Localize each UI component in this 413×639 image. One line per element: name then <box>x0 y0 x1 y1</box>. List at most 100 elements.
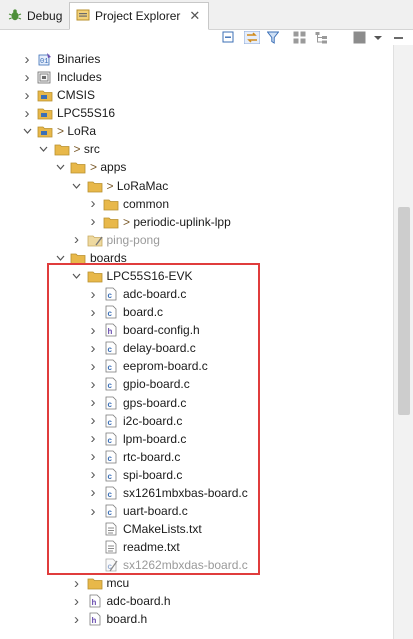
expand-arrow-icon[interactable]: › <box>90 303 96 321</box>
group-icon[interactable] <box>291 30 307 45</box>
tree-item-label: > LoRaMac <box>107 179 169 193</box>
tree-item-text: LPC55S16-EVK <box>106 268 193 283</box>
view-menu-icon[interactable] <box>370 30 386 45</box>
tree-item[interactable]: ›common <box>0 195 393 213</box>
expand-arrow-icon[interactable]: › <box>24 86 30 104</box>
tree-item[interactable]: › c gpio-board.c <box>0 375 393 393</box>
expand-arrow-icon[interactable]: › <box>90 357 96 375</box>
collapse-arrow-icon[interactable] <box>39 140 49 158</box>
tree-item[interactable]: readme.txt <box>0 538 393 556</box>
tree-item-label: board.h <box>107 612 148 626</box>
collapse-arrow-icon[interactable] <box>55 158 65 176</box>
c-file-icon: c <box>102 412 120 430</box>
tree-item-label: Includes <box>57 70 102 84</box>
vertical-scrollbar[interactable] <box>393 45 413 639</box>
expand-arrow-icon[interactable]: › <box>24 104 30 122</box>
tree-icon[interactable] <box>313 30 329 45</box>
tree-item[interactable]: > apps <box>0 158 393 176</box>
expand-arrow-icon[interactable]: › <box>74 592 79 610</box>
tree-item-text: src <box>83 142 100 157</box>
svg-text:c: c <box>108 363 113 372</box>
tab-debug[interactable]: Debug <box>2 2 64 30</box>
expand-arrow-icon[interactable]: › <box>90 195 96 213</box>
expand-arrow-icon[interactable]: › <box>90 502 96 520</box>
expand-arrow-icon[interactable]: › <box>90 285 96 303</box>
filter-icon[interactable] <box>265 30 281 45</box>
svg-text:c: c <box>108 381 113 390</box>
tree-item[interactable]: LPC55S16-EVK <box>0 267 393 285</box>
collapse-all-icon[interactable] <box>221 30 237 45</box>
expand-arrow-icon[interactable]: › <box>74 574 79 592</box>
view-toolbar <box>0 30 413 45</box>
tree-item-text: gpio-board.c <box>123 377 190 392</box>
expand-arrow-icon[interactable]: › <box>90 321 96 339</box>
collapse-arrow-icon[interactable] <box>55 249 65 267</box>
tree-item[interactable]: ›ping-pong <box>0 231 393 249</box>
expand-arrow-icon[interactable]: › <box>74 231 79 249</box>
modified-marker: > <box>106 178 114 193</box>
source-folder-icon <box>36 122 54 140</box>
tree-item[interactable]: › Includes <box>0 68 393 86</box>
expand-arrow-icon[interactable]: › <box>90 412 96 430</box>
svg-text:c: c <box>108 490 113 499</box>
tree-item-text: periodic-uplink-lpp <box>133 214 231 229</box>
expand-arrow-icon[interactable]: › <box>90 466 96 484</box>
tree-item[interactable]: ›LPC55S16 <box>0 104 393 122</box>
expand-arrow-icon[interactable]: › <box>90 448 96 466</box>
stop-icon[interactable] <box>351 30 367 45</box>
excluded-c-file-icon: c <box>102 556 120 574</box>
minimize-icon[interactable] <box>391 30 407 45</box>
collapse-arrow-icon[interactable] <box>72 177 82 195</box>
tree-item[interactable]: ›> periodic-uplink-lpp <box>0 213 393 231</box>
expand-arrow-icon[interactable]: › <box>90 484 96 502</box>
modified-marker: > <box>57 124 65 139</box>
close-icon[interactable]: ✕ <box>189 8 201 23</box>
expand-arrow-icon[interactable]: › <box>90 430 96 448</box>
expand-arrow-icon[interactable]: › <box>90 339 96 357</box>
tree-item-text: readme.txt <box>123 540 180 555</box>
expand-arrow-icon[interactable]: › <box>74 610 79 628</box>
text-file-icon <box>102 538 120 556</box>
debug-icon <box>8 8 22 25</box>
tree-item[interactable]: > LoRaMac <box>0 177 393 195</box>
link-with-editor-icon[interactable] <box>244 30 260 45</box>
expand-arrow-icon[interactable]: › <box>90 394 96 412</box>
collapse-arrow-icon[interactable] <box>72 267 82 285</box>
modified-marker: > <box>73 142 81 157</box>
tree-item[interactable]: > src <box>0 140 393 158</box>
tab-project-explorer[interactable]: Project Explorer ✕ <box>69 2 209 30</box>
tree-item[interactable]: CMakeLists.txt <box>0 520 393 538</box>
tree-item-text: spi-board.c <box>123 467 183 482</box>
collapse-arrow-icon[interactable] <box>22 122 32 140</box>
tree-item[interactable]: › mcu <box>0 574 393 592</box>
expand-arrow-icon[interactable]: › <box>90 375 96 393</box>
tree-item[interactable]: ›CMSIS <box>0 86 393 104</box>
tree-item-label: > LoRa <box>57 124 96 138</box>
expand-arrow-icon[interactable]: › <box>24 68 30 86</box>
tree-item[interactable]: boards <box>0 249 393 267</box>
expand-arrow-icon[interactable]: › <box>24 50 30 68</box>
scrollbar-thumb[interactable] <box>398 207 410 415</box>
tree-item-text: board.c <box>123 305 164 320</box>
tree-item-label: mcu <box>107 576 130 590</box>
tree-item-text: lpm-board.c <box>123 431 187 446</box>
tree-item[interactable]: > LoRa <box>0 122 393 140</box>
expand-arrow-icon[interactable]: › <box>90 213 96 231</box>
tree-item-text: adc-board.c <box>123 287 187 302</box>
